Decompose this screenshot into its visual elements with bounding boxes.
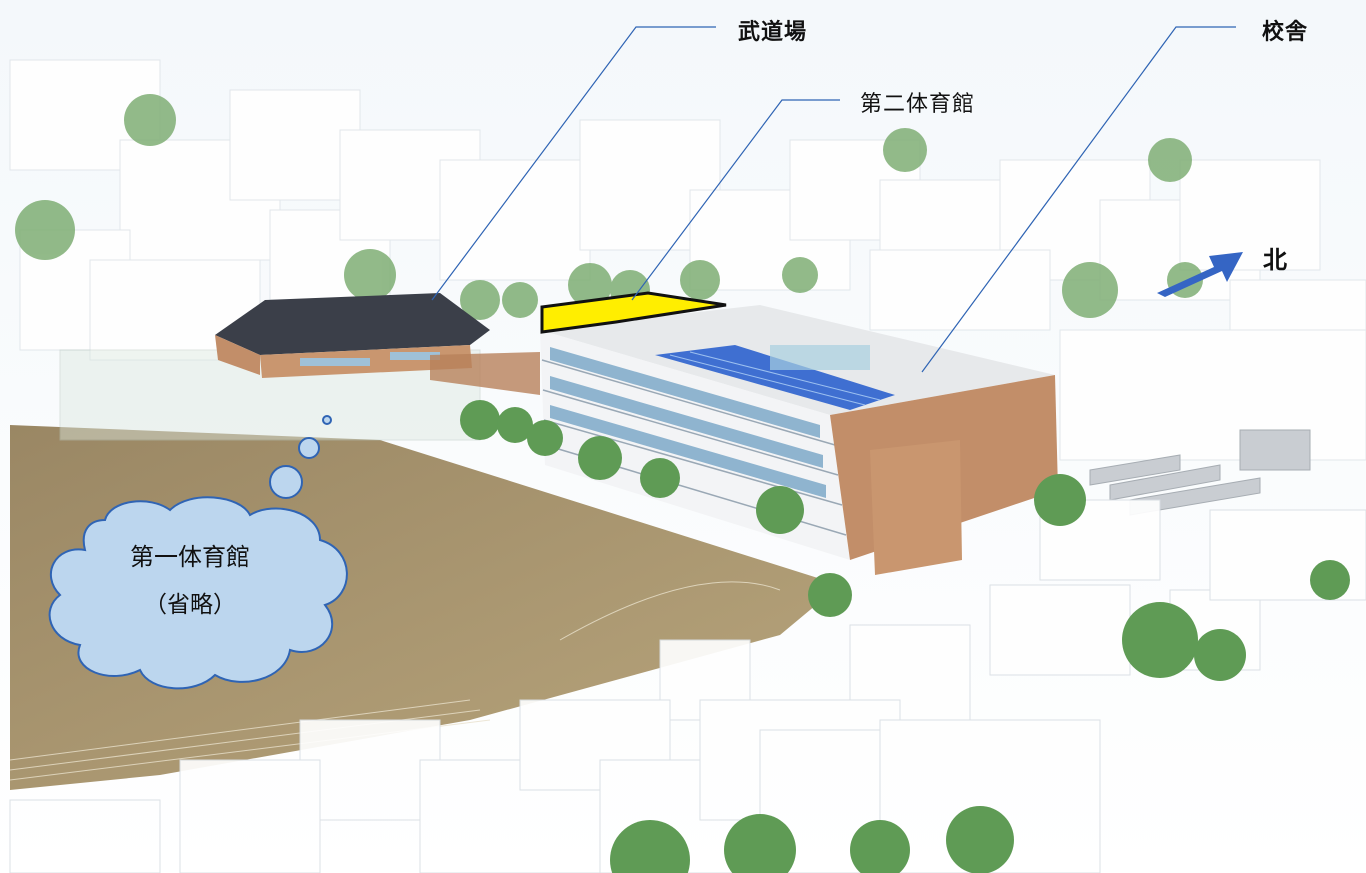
bubble-small <box>322 415 332 425</box>
north-arrow-icon <box>1157 252 1243 297</box>
cloud-shape <box>48 496 348 690</box>
second-gym-leader-line <box>631 99 840 301</box>
parking-sheds <box>1089 429 1311 516</box>
background-buildings <box>9 59 1366 461</box>
budojo-label: 武道場 <box>738 20 808 45</box>
bubble-large <box>269 465 303 499</box>
cloud-title: 第一体育館 <box>130 543 250 571</box>
second-gym-label: 第二体育館 <box>860 92 976 117</box>
cloud-note: （省略） <box>144 592 236 618</box>
first-gym-cloud <box>48 415 348 690</box>
callout-leader-lines <box>431 26 1236 373</box>
school-building-label: 校舎 <box>1262 20 1309 45</box>
bubble-medium <box>298 437 320 459</box>
walkway <box>430 352 540 395</box>
foreground-trees <box>460 400 1350 873</box>
second-gym-highlight <box>540 291 727 334</box>
school-leader-line <box>921 26 1236 373</box>
budojo-leader-line <box>431 26 716 301</box>
north-label: 北 <box>1263 246 1288 274</box>
budojo-building <box>215 293 490 378</box>
